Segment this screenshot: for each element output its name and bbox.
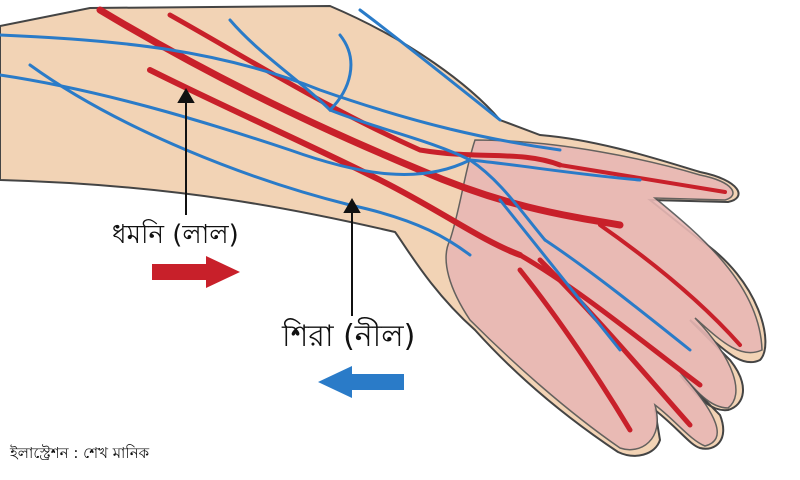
- artery-vessel: [96, 6, 624, 229]
- artery-vessel: [147, 67, 523, 258]
- arteries: [96, 6, 742, 433]
- arrow-right-icon: [152, 256, 240, 288]
- vein-vessel: [0, 73, 472, 176]
- vein-vessel: [0, 33, 562, 152]
- artery-vessel: [517, 267, 633, 433]
- vein-pointer-head: [343, 198, 361, 213]
- vein-vessel: [543, 238, 692, 352]
- artery-vessel: [598, 223, 742, 347]
- artery-label: ধমনি (লাল): [112, 220, 239, 250]
- vein-label: শিরা (নীল): [282, 319, 416, 354]
- hand-palm: [445, 139, 763, 451]
- artery-pointer-head: [177, 88, 195, 103]
- artery-vessel: [517, 252, 703, 388]
- artery-vessel: [537, 257, 693, 428]
- vein-vessel: [28, 63, 472, 257]
- illustration-credit: ইলাস্ট্রেশন : শেখ মানিক: [10, 444, 150, 462]
- vein-vessel: [498, 198, 622, 352]
- artery-vessel: [558, 163, 727, 194]
- vein-vessel: [468, 158, 642, 182]
- artery-vessel: [167, 12, 563, 168]
- vein-vessel: [358, 8, 502, 122]
- arrow-left-icon: [318, 366, 404, 398]
- label-pointers: [177, 88, 361, 316]
- veins: [0, 8, 692, 352]
